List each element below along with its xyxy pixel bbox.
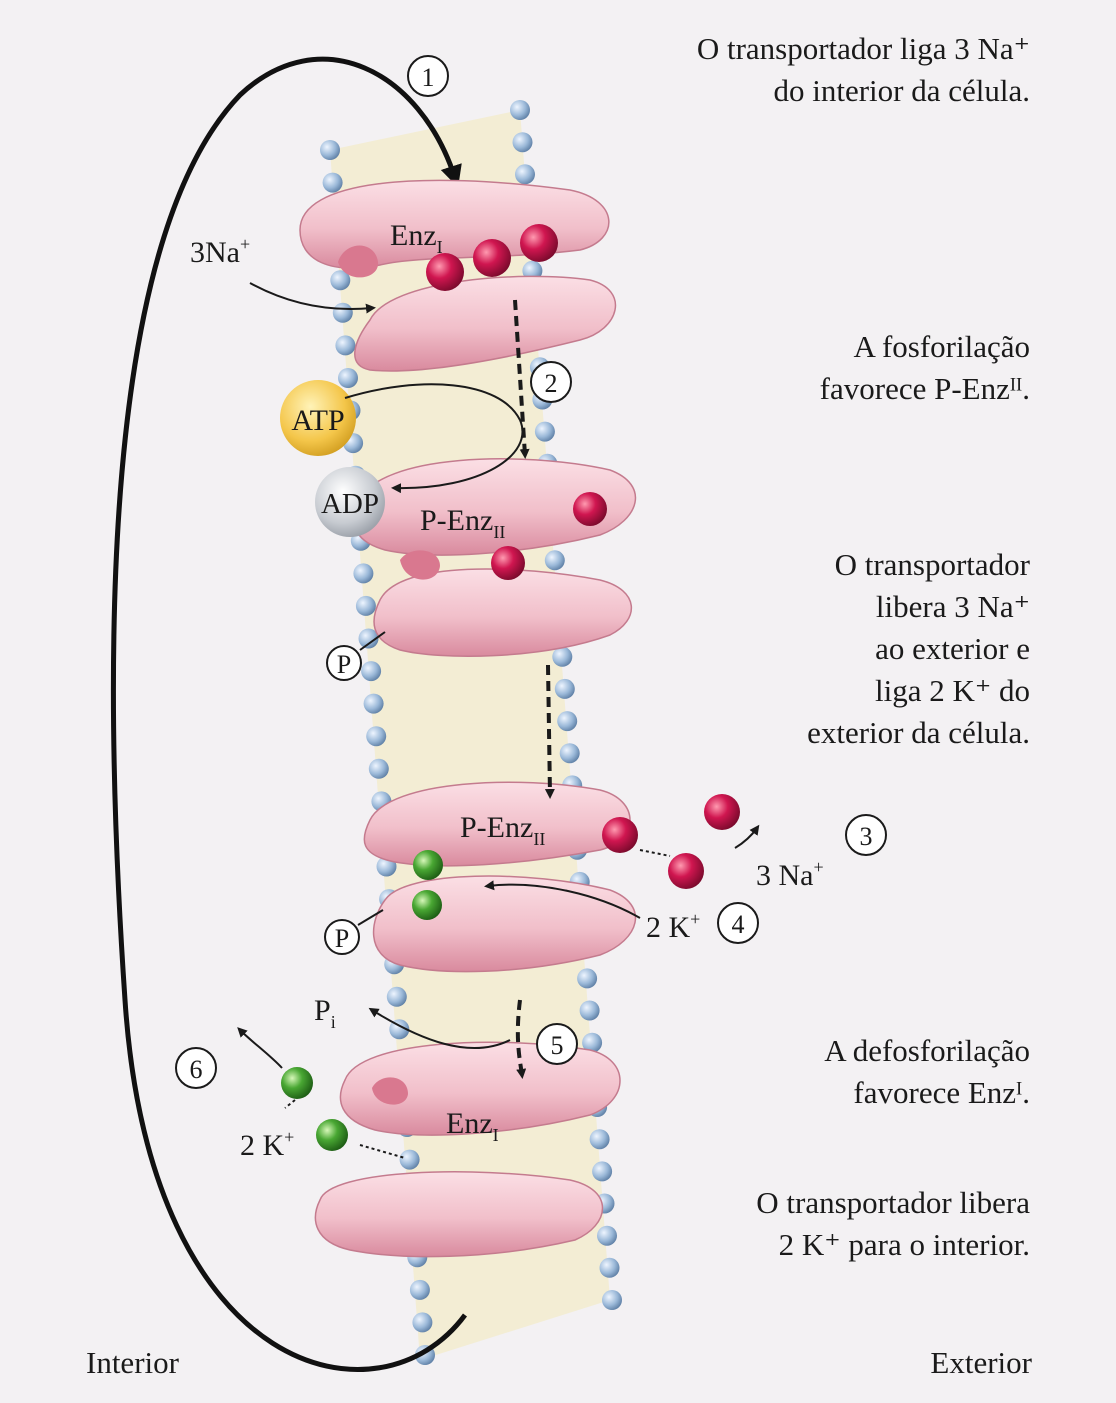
- p-enz-II-label-upper: P-EnzII: [420, 504, 505, 542]
- caption-line: A fosforilação: [820, 326, 1030, 368]
- potassium-ion: [281, 1067, 313, 1099]
- adp-label: ADP: [321, 488, 379, 520]
- lipid-head: [400, 1150, 420, 1170]
- caption-line: favorece Enzᴵ.: [824, 1072, 1030, 1114]
- lipid-head: [560, 743, 580, 763]
- lipid-head: [338, 368, 358, 388]
- step-1-marker: 1: [408, 56, 448, 96]
- potassium-ion: [413, 850, 443, 880]
- lipid-head: [510, 100, 530, 120]
- caption-line: O transportador libera: [756, 1182, 1030, 1224]
- p-enz-II-label-lower: P-EnzII: [460, 811, 545, 849]
- step-4-marker: 4: [718, 903, 758, 943]
- atp-label: ATP: [291, 404, 344, 437]
- caption-line: do interior da célula.: [697, 70, 1030, 112]
- lipid-head: [577, 968, 597, 988]
- phosphate-label: P: [335, 924, 349, 953]
- lipid-head: [369, 759, 389, 779]
- lipid-head: [353, 563, 373, 583]
- lipid-head: [580, 1001, 600, 1021]
- lipid-head: [410, 1280, 430, 1300]
- sodium-ion: [668, 853, 704, 889]
- step-6-marker: 6: [176, 1048, 216, 1088]
- lipid-head: [535, 422, 555, 442]
- caption-step-6: O transportador libera 2 K⁺ para o inter…: [756, 1182, 1030, 1266]
- phosphate-label: P: [337, 650, 351, 679]
- lipid-head: [590, 1129, 610, 1149]
- svg-text:1: 1: [422, 63, 435, 92]
- lipid-head: [387, 987, 407, 1007]
- caption-line: favorece P-Enzᴵᴵ.: [820, 368, 1030, 410]
- adp-molecule: ADP: [315, 467, 385, 537]
- lipid-head: [361, 661, 381, 681]
- lipid-head: [356, 596, 376, 616]
- enz-I-label-bottom: EnzI: [446, 1107, 499, 1145]
- potassium-ion: [412, 890, 442, 920]
- lipid-head: [412, 1312, 432, 1332]
- sodium-ion: [602, 817, 638, 853]
- interior-label: Interior: [86, 1345, 179, 1381]
- lipid-head: [335, 335, 355, 355]
- sodium-ion: [491, 546, 525, 580]
- caption-line: 2 K⁺ para o interior.: [756, 1224, 1030, 1266]
- lipid-head: [600, 1258, 620, 1278]
- caption-line: O transportador liga 3 Na⁺: [697, 28, 1030, 70]
- sodium-ion: [473, 239, 511, 277]
- caption-step-1: O transportador liga 3 Na⁺ do interior d…: [697, 28, 1030, 112]
- lipid-head: [366, 726, 386, 746]
- caption-line: ao exterior e: [807, 628, 1030, 670]
- lipid-head: [323, 173, 343, 193]
- lipid-head: [364, 694, 384, 714]
- sodium-ion: [704, 794, 740, 830]
- atp-molecule: ATP: [280, 380, 356, 456]
- caption-line: libera 3 Na⁺: [807, 586, 1030, 628]
- caption-line: A defosforilação: [824, 1030, 1030, 1072]
- caption-step-2: A fosforilação favorece P-Enzᴵᴵ.: [820, 326, 1030, 410]
- caption-line: liga 2 K⁺ do: [807, 670, 1030, 712]
- step-3-marker: 3: [846, 815, 886, 855]
- caption-line: O transportador: [807, 544, 1030, 586]
- na-inside-label: 3Na+: [190, 234, 250, 269]
- svg-text:5: 5: [551, 1031, 564, 1060]
- lipid-head: [557, 711, 577, 731]
- caption-line: exterior da célula.: [807, 712, 1030, 754]
- sodium-ion: [426, 253, 464, 291]
- lipid-head: [320, 140, 340, 160]
- lipid-head: [333, 303, 353, 323]
- inorganic-phosphate-label: Pi: [314, 994, 336, 1032]
- svg-text:6: 6: [190, 1055, 203, 1084]
- k-inside-label: 2 K+: [240, 1127, 294, 1162]
- potassium-ion: [316, 1119, 348, 1151]
- caption-step-3: O transportador libera 3 Na⁺ ao exterior…: [807, 544, 1030, 754]
- svg-text:4: 4: [732, 910, 745, 939]
- svg-text:3: 3: [860, 822, 873, 851]
- lipid-head: [602, 1290, 622, 1310]
- svg-text:2: 2: [545, 369, 558, 398]
- na-outside-label: 3 Na+: [756, 857, 824, 892]
- lipid-head: [513, 132, 533, 152]
- lipid-head: [545, 550, 565, 570]
- lipid-head: [592, 1161, 612, 1181]
- step-2-marker: 2: [531, 362, 571, 402]
- caption-step-5: A defosforilação favorece Enzᴵ.: [824, 1030, 1030, 1114]
- lipid-head: [515, 164, 535, 184]
- lipid-head: [597, 1226, 617, 1246]
- exterior-label: Exterior: [930, 1345, 1032, 1381]
- enz-I-label-top: EnzI: [390, 219, 443, 257]
- sodium-ion: [520, 224, 558, 262]
- step-5-marker: 5: [537, 1024, 577, 1064]
- sodium-ion: [573, 492, 607, 526]
- lipid-head: [555, 679, 575, 699]
- k-outside-label: 2 K+: [646, 909, 700, 944]
